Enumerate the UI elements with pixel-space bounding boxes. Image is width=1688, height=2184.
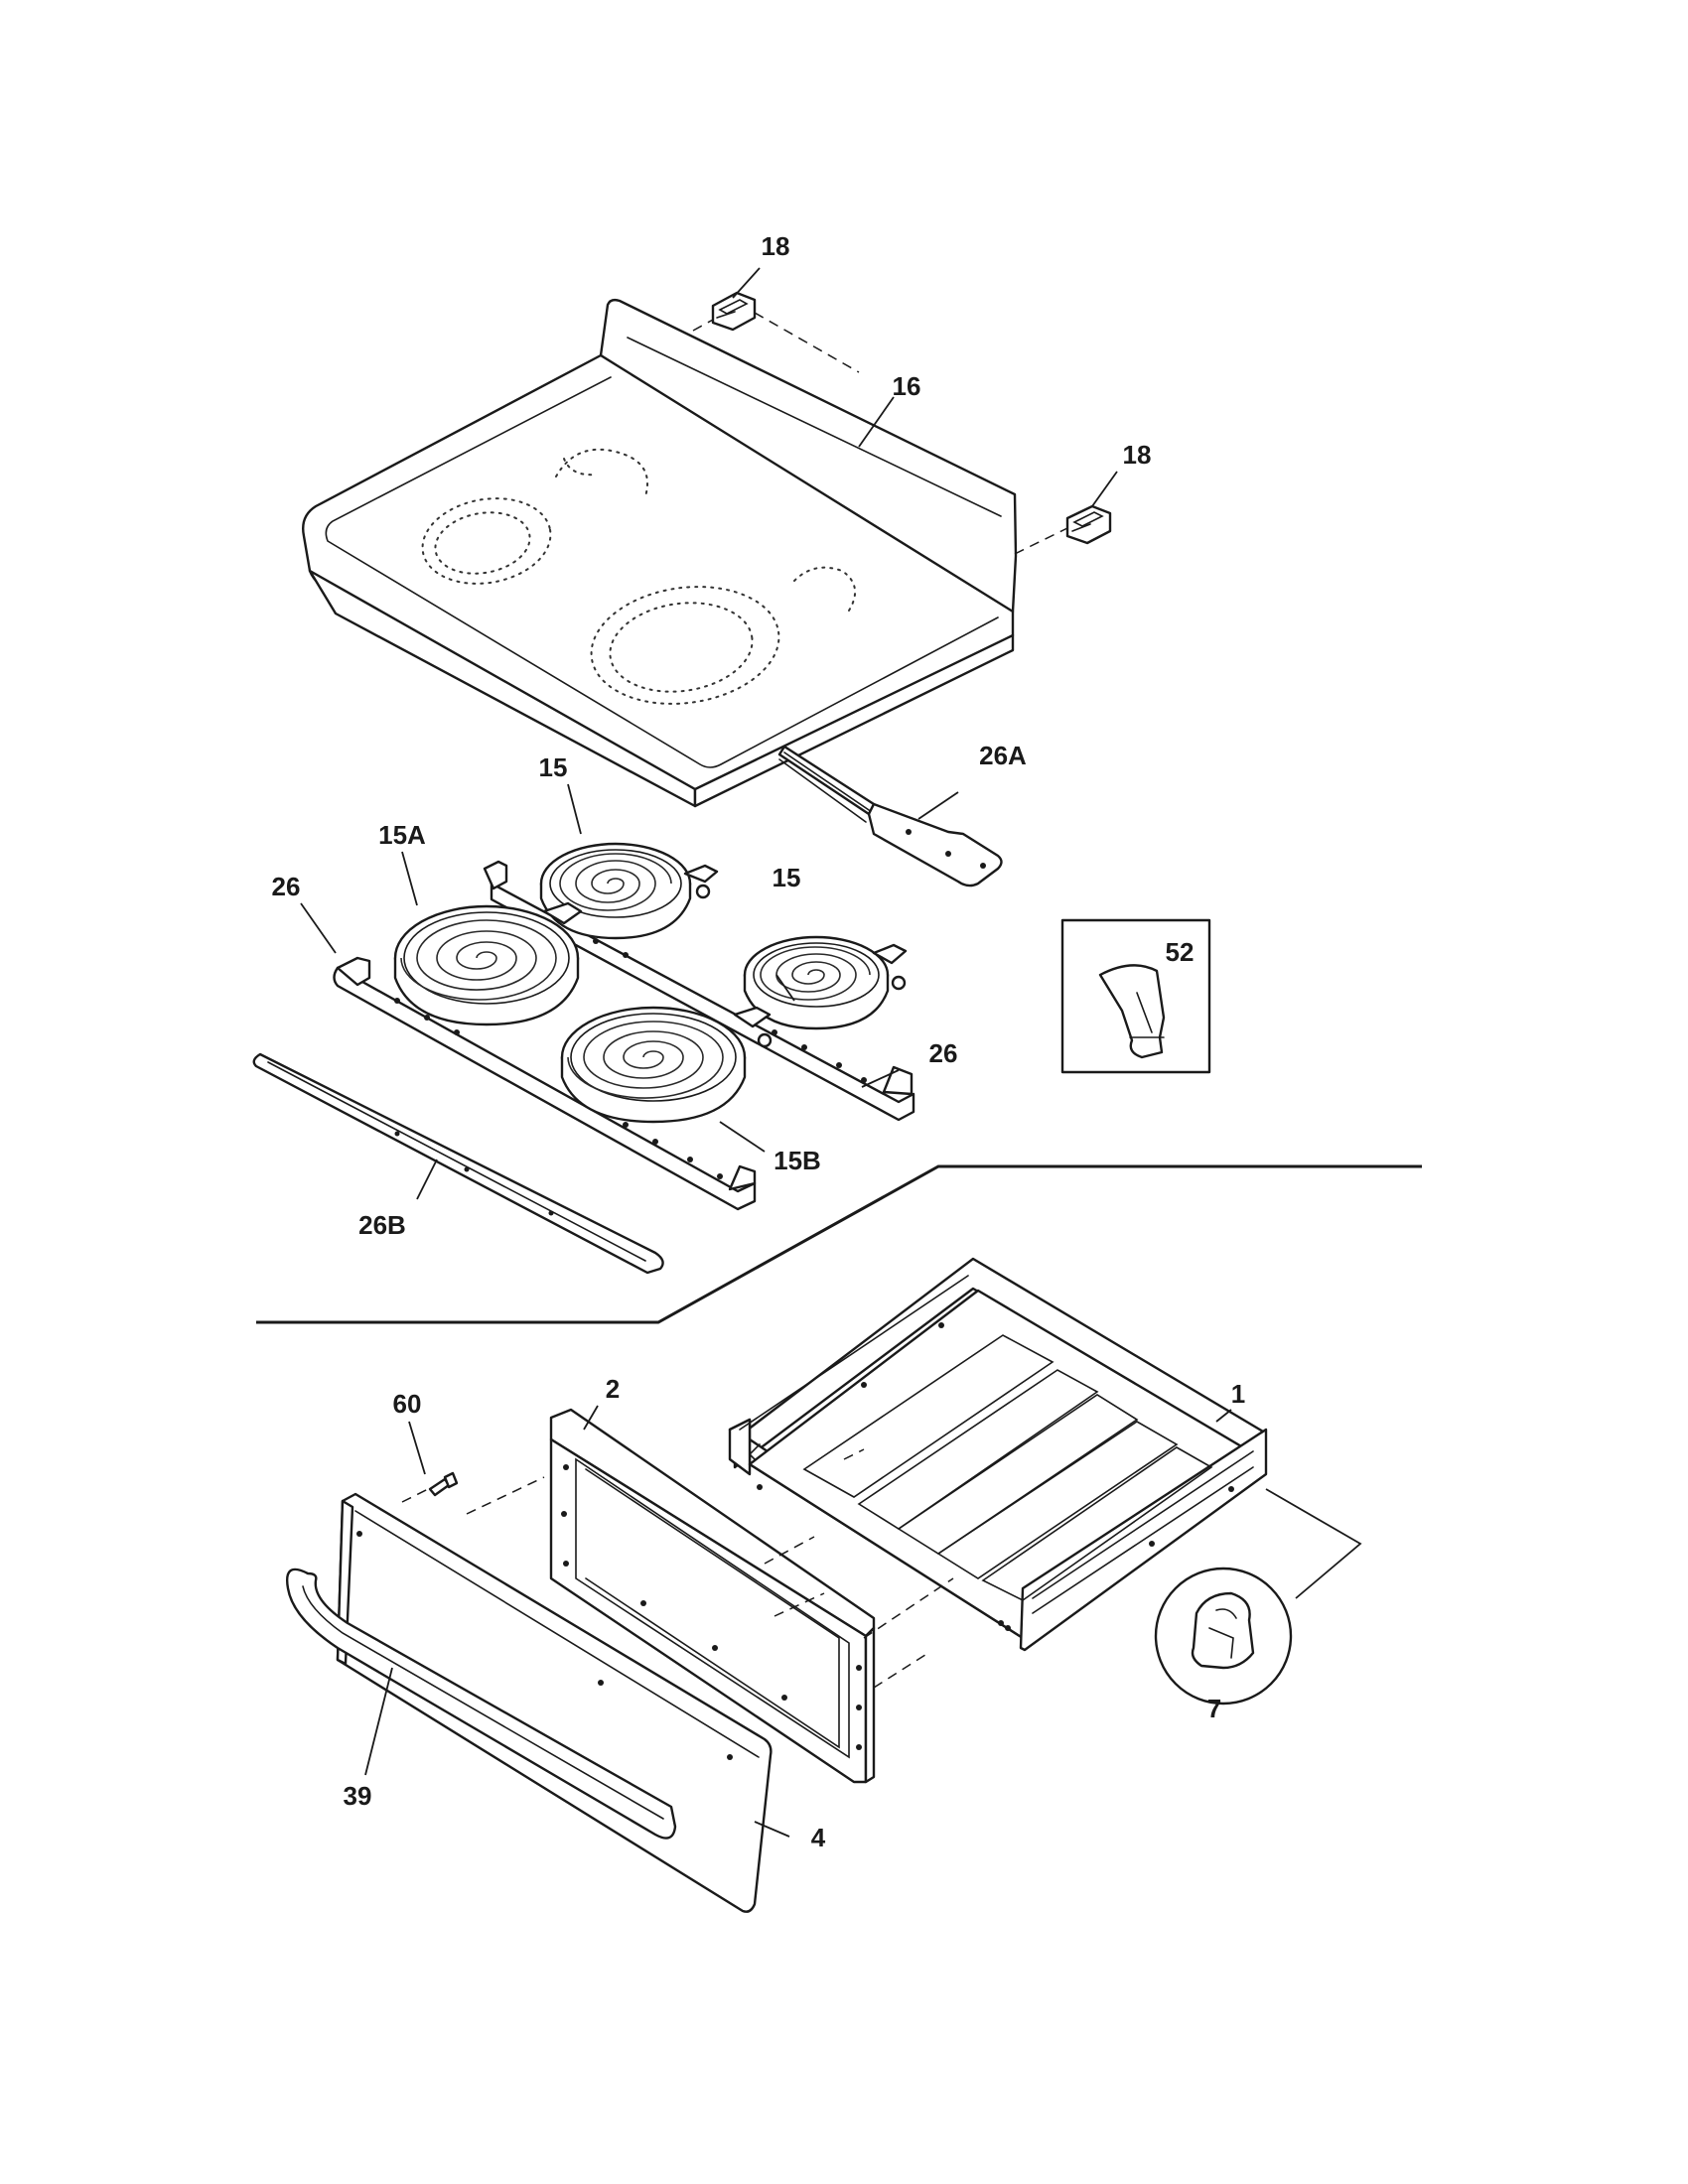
drawer-box-1 [728, 1257, 1268, 1652]
alignment-line [774, 1592, 825, 1617]
alignment-line [466, 1476, 545, 1515]
callout-7: 7 [1207, 1694, 1221, 1723]
callout-52: 52 [1166, 937, 1195, 967]
callout-18-lower: 18 [1123, 440, 1152, 470]
cooktop-glass-top [302, 298, 1018, 808]
screw-60 [428, 1471, 459, 1497]
bracket-18-lower [1065, 504, 1112, 545]
callout-39: 39 [344, 1781, 372, 1811]
callout-16: 16 [893, 371, 921, 401]
alignment-line [754, 312, 860, 373]
callout-26a: 26A [979, 741, 1027, 770]
alignment-line [863, 1577, 954, 1639]
alignment-line [873, 1652, 929, 1689]
callout-26-right: 26 [929, 1038, 958, 1068]
drawer-liner-2 [549, 1408, 876, 1784]
callout-15b: 15B [774, 1146, 821, 1175]
alignment-line [843, 1448, 865, 1460]
section-divider-line [256, 1164, 1422, 1324]
bracket-18-upper [711, 291, 757, 332]
callout-labels: 18 16 18 15 26A 15A 26 15 52 26 15B 26B … [272, 231, 1246, 1852]
alignment-line [764, 1536, 815, 1565]
callout-26-left: 26 [272, 872, 301, 901]
callout-60: 60 [393, 1389, 422, 1419]
alignment-line [1014, 527, 1068, 555]
alignment-line [401, 1486, 433, 1503]
trim-strip-26b [252, 1052, 664, 1275]
callout-2: 2 [606, 1374, 620, 1404]
inset-circle-7 [1154, 1488, 1362, 1706]
surface-element-15a [393, 901, 583, 1026]
callout-1: 1 [1231, 1379, 1245, 1409]
callout-18-upper: 18 [762, 231, 790, 261]
callout-15-top: 15 [539, 752, 568, 782]
burner-support-rail-rear [483, 860, 915, 1122]
terminal-block-26a [777, 745, 1003, 887]
drawer-handle-39 [286, 1568, 677, 1840]
callout-26b: 26B [358, 1210, 406, 1240]
surface-element-15-top [539, 842, 719, 940]
surface-element-15-right [743, 935, 908, 1030]
inset-box-52 [1060, 918, 1211, 1074]
leader-lines [300, 267, 1232, 1838]
alignment-line [692, 319, 714, 332]
callout-15a: 15A [378, 820, 426, 850]
burner-support-rail-front [333, 956, 757, 1211]
callout-15-right: 15 [773, 863, 801, 892]
surface-element-15b [560, 1006, 773, 1124]
callout-4: 4 [811, 1823, 826, 1852]
